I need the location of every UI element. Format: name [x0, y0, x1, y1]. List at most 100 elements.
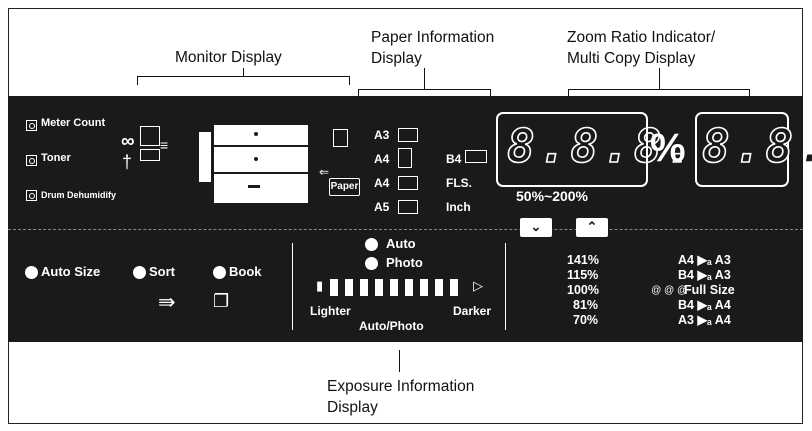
exposure-left-border: [292, 243, 293, 330]
preset-conversion: A3 ▶ₐ A4: [678, 313, 731, 327]
meter-count-label: Meter Count: [41, 117, 106, 129]
paper-size-a4: A4: [374, 152, 390, 166]
paper-size-fls: FLS.: [446, 176, 472, 190]
tray-2-lamp: [254, 157, 258, 161]
paper-size-a4-landscape: A4: [374, 176, 390, 190]
preset-conversion: B4 ▶ₐ A4: [678, 298, 731, 312]
percent-sign: %: [650, 126, 686, 170]
zoom-ratio-bracket: [568, 89, 750, 98]
paper-jam-icon: ∞: [121, 131, 135, 152]
zoom-up-button[interactable]: ⌃: [576, 218, 608, 237]
multi-copy-digits: 8.8.: [701, 118, 812, 174]
exposure-level-bar: [450, 279, 458, 296]
preset-conversion: A4 ▶ₐ A3: [678, 253, 731, 267]
monitor-display-bracket: [137, 76, 350, 85]
paper-size-a5: A5: [374, 200, 390, 214]
exposure-info-label-line2: Display: [327, 399, 378, 416]
exposure-level-bar: [390, 279, 398, 296]
exposure-level-bar: [375, 279, 383, 296]
paper-orientation-icon: [398, 176, 418, 190]
service-wrench-icon: †: [122, 152, 133, 172]
zoom-ratio-label-line2: Multi Copy Display: [567, 50, 696, 67]
multi-copy-display-window: [695, 112, 789, 187]
manual-feed-arrow-icon: ⇐: [319, 165, 330, 179]
book-label[interactable]: Book: [229, 264, 262, 279]
toner-supply-icon: [140, 126, 160, 146]
exposure-info-leader: [399, 350, 400, 372]
zoom-ratio-label-line1: Zoom Ratio Indicator/: [567, 29, 716, 46]
zoom-down-button[interactable]: ⌄: [520, 218, 552, 237]
sort-lamp: [133, 266, 146, 279]
paper-orientation-icon: [465, 150, 487, 163]
exit-tray-icon: ≡: [160, 137, 169, 153]
monitor-display-leader: [243, 68, 244, 76]
exposure-level-bars: [330, 279, 465, 296]
copier-tray-divider: [214, 145, 308, 147]
paper-size-b4: B4: [446, 152, 462, 166]
auto-photo-label: Auto/Photo: [359, 319, 424, 333]
chevron-down-icon: ⌄: [530, 219, 542, 234]
preset-ratio[interactable]: 81%: [573, 298, 599, 312]
book-copy-icon: ❐: [213, 291, 230, 311]
preset-conversion: B4 ▶ₐ A3: [678, 268, 731, 282]
preset-ratio[interactable]: 70%: [573, 313, 599, 327]
lighter-arrow-icon[interactable]: ▮: [316, 278, 324, 293]
panel-divider: [8, 229, 803, 230]
auto-size-lamp: [25, 266, 38, 279]
copier-body-icon: [214, 125, 308, 203]
auto-size-label[interactable]: Auto Size: [41, 264, 101, 279]
auto-exposure-label[interactable]: Auto: [386, 236, 416, 251]
paper-size-a3: A3: [374, 128, 390, 142]
bypass-tray-lamp: [248, 185, 260, 188]
paper-add-icon: [333, 129, 348, 147]
exposure-level-bar: [435, 279, 443, 296]
paper-info-label-line2: Display: [371, 50, 422, 67]
exposure-level-bar: [345, 279, 353, 296]
exposure-info-label-line1: Exposure Information: [327, 378, 475, 395]
exposure-level-bar: [405, 279, 413, 296]
paper-info-label-line1: Paper Information: [371, 29, 495, 46]
paper-info-leader: [424, 68, 425, 89]
photo-exposure-lamp: [365, 257, 378, 270]
monitor-display-label: Monitor Display: [175, 49, 282, 66]
preset-ratio[interactable]: 115%: [567, 268, 599, 282]
preset-conversion-column: A4 ▶ₐ A3 B4 ▶ₐ A3 Full Size B4 ▶ₐ A4 A3 …: [658, 253, 735, 328]
exposure-level-bar: [420, 279, 428, 296]
exposure-right-border: [505, 243, 506, 330]
paper-button[interactable]: Paper: [329, 178, 360, 196]
paper-size-inch: Inch: [446, 200, 471, 214]
ratio-lamp-row: @ @ @: [651, 285, 688, 296]
sort-icon: ⇛: [158, 291, 176, 314]
preset-ratio[interactable]: 141%: [567, 253, 599, 267]
zoom-display-window: [496, 112, 648, 187]
waste-toner-icon: [140, 149, 160, 161]
auto-exposure-lamp: [365, 238, 378, 251]
sort-label[interactable]: Sort: [149, 264, 175, 279]
darker-arrow-icon[interactable]: ▷: [473, 278, 483, 293]
paper-orientation-icon: [398, 148, 412, 168]
paper-orientation-icon: [398, 128, 418, 142]
toner-indicator: [26, 155, 37, 166]
zoom-range-label: 50%~200%: [516, 188, 589, 204]
exposure-level-bar: [330, 279, 338, 296]
exposure-level-bar: [360, 279, 368, 296]
darker-label: Darker: [453, 304, 492, 318]
lighter-label: Lighter: [310, 304, 351, 318]
preset-conversion: Full Size: [684, 283, 735, 297]
zoom-ratio-leader: [659, 68, 660, 89]
tray-1-lamp: [254, 132, 258, 136]
book-lamp: [213, 266, 226, 279]
meter-count-indicator: [26, 120, 37, 131]
preset-ratio-column: 141% 115% 100% 81% 70%: [567, 253, 599, 328]
preset-ratio[interactable]: 100%: [567, 283, 599, 297]
drum-dehumidify-indicator: [26, 190, 37, 201]
toner-label: Toner: [41, 152, 71, 164]
paper-info-bracket: [358, 89, 491, 98]
photo-exposure-label[interactable]: Photo: [386, 255, 423, 270]
copier-side-icon: [199, 132, 211, 182]
zoom-ratio-digits: 8.8.8.: [506, 118, 698, 174]
paper-orientation-icon: [398, 200, 418, 214]
copier-tray-divider: [214, 172, 308, 174]
chevron-up-icon: ⌃: [586, 219, 598, 234]
